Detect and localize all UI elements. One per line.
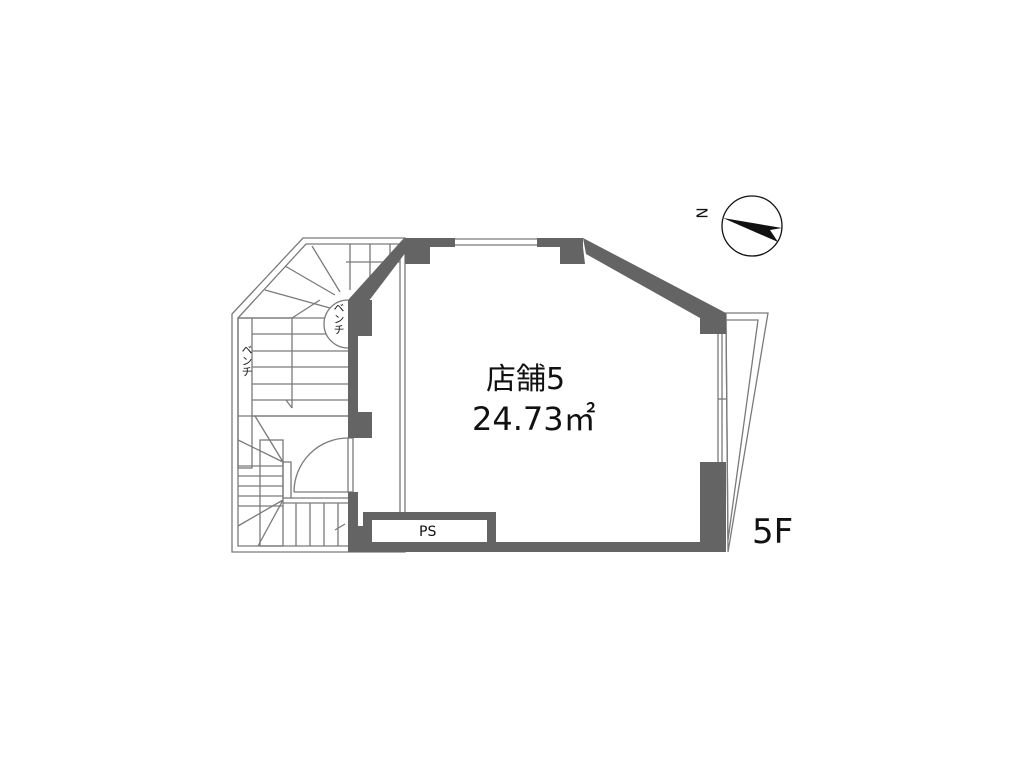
ps-box — [372, 520, 487, 542]
bench-label-2: ベンチ — [240, 344, 253, 377]
window-top — [455, 238, 537, 246]
bench-circle — [323, 299, 349, 349]
ps-label: PS — [419, 524, 437, 540]
bench-label-1: ベンチ — [332, 302, 345, 335]
balcony — [717, 312, 769, 553]
unit-area: 24.73㎡ — [472, 400, 596, 438]
compass-label: N — [692, 207, 711, 219]
unit-name: 店舗5 — [486, 362, 566, 397]
walls — [348, 238, 726, 552]
floor-label: 5F — [752, 512, 794, 552]
north-arrow-icon — [721, 195, 783, 257]
